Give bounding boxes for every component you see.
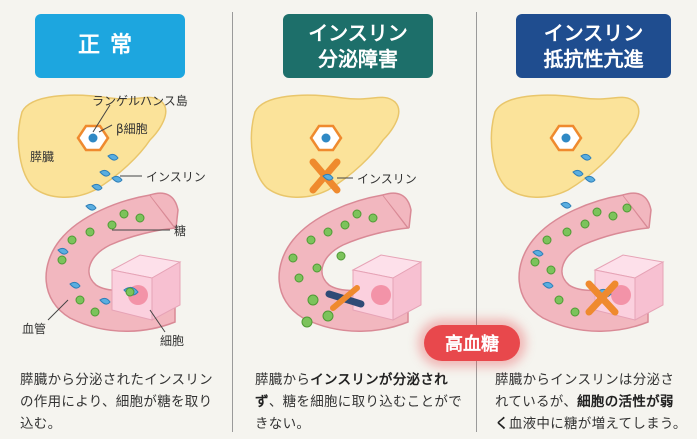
high-blood-sugar-badge: 高血糖 [424, 325, 520, 361]
label-blood-vessel: 血管 [22, 320, 46, 337]
beta-cell [562, 134, 571, 143]
secretion-illustration [233, 0, 476, 370]
label-insulin: インスリン [146, 168, 206, 185]
caption-text-1: 膵臓から [255, 372, 310, 388]
caption: 膵臓からインスリンは分泌されているが、細胞の活性が弱く血液中に糖が増えてしまう。 [495, 369, 697, 435]
resistance-illustration [477, 0, 697, 370]
label-pancreas: 膵臓 [30, 148, 54, 165]
cell-cube [112, 255, 180, 320]
caption-text-2: 、糖を細胞に取り込むことができない。 [255, 394, 462, 432]
caption: 膵臓から分泌されたインスリンの作用により、細胞が糖を取り込む。 [20, 369, 225, 435]
beta-cell [89, 134, 98, 143]
label-cell: 細胞 [160, 332, 184, 349]
caption-text: 膵臓から分泌されたインスリンの作用により、細胞が糖を取り込む。 [20, 372, 213, 432]
caption-bold-1: 細胞の活性が弱 [577, 394, 674, 410]
cell-cube [595, 255, 663, 320]
caption-text-1: 膵臓からインスリンは分泌さ [495, 372, 674, 388]
label-sugar: 糖 [174, 222, 186, 239]
caption-text-3: 血液中に糖が増えてしまう。 [509, 416, 687, 432]
panel-insulin-resistance: インスリン 抵抗性亢進 [477, 0, 697, 439]
caption-bold-2: く [495, 416, 509, 432]
panel-secretion-disorder: インスリン 分泌障害 イン [233, 0, 476, 439]
caption: 膵臓からインスリンが分泌されず、糖を細胞に取り込むことができない。 [255, 369, 473, 435]
beta-cell [322, 134, 331, 143]
cell-cube [353, 255, 421, 320]
label-insulin: インスリン [357, 170, 417, 187]
label-langerhans: ランゲルハンス島 [92, 92, 188, 109]
label-beta-cell: β細胞 [116, 120, 148, 137]
caption-text-2: れているが、 [495, 394, 577, 410]
panel-normal: 正常 [0, 0, 232, 439]
normal-illustration [0, 0, 232, 370]
